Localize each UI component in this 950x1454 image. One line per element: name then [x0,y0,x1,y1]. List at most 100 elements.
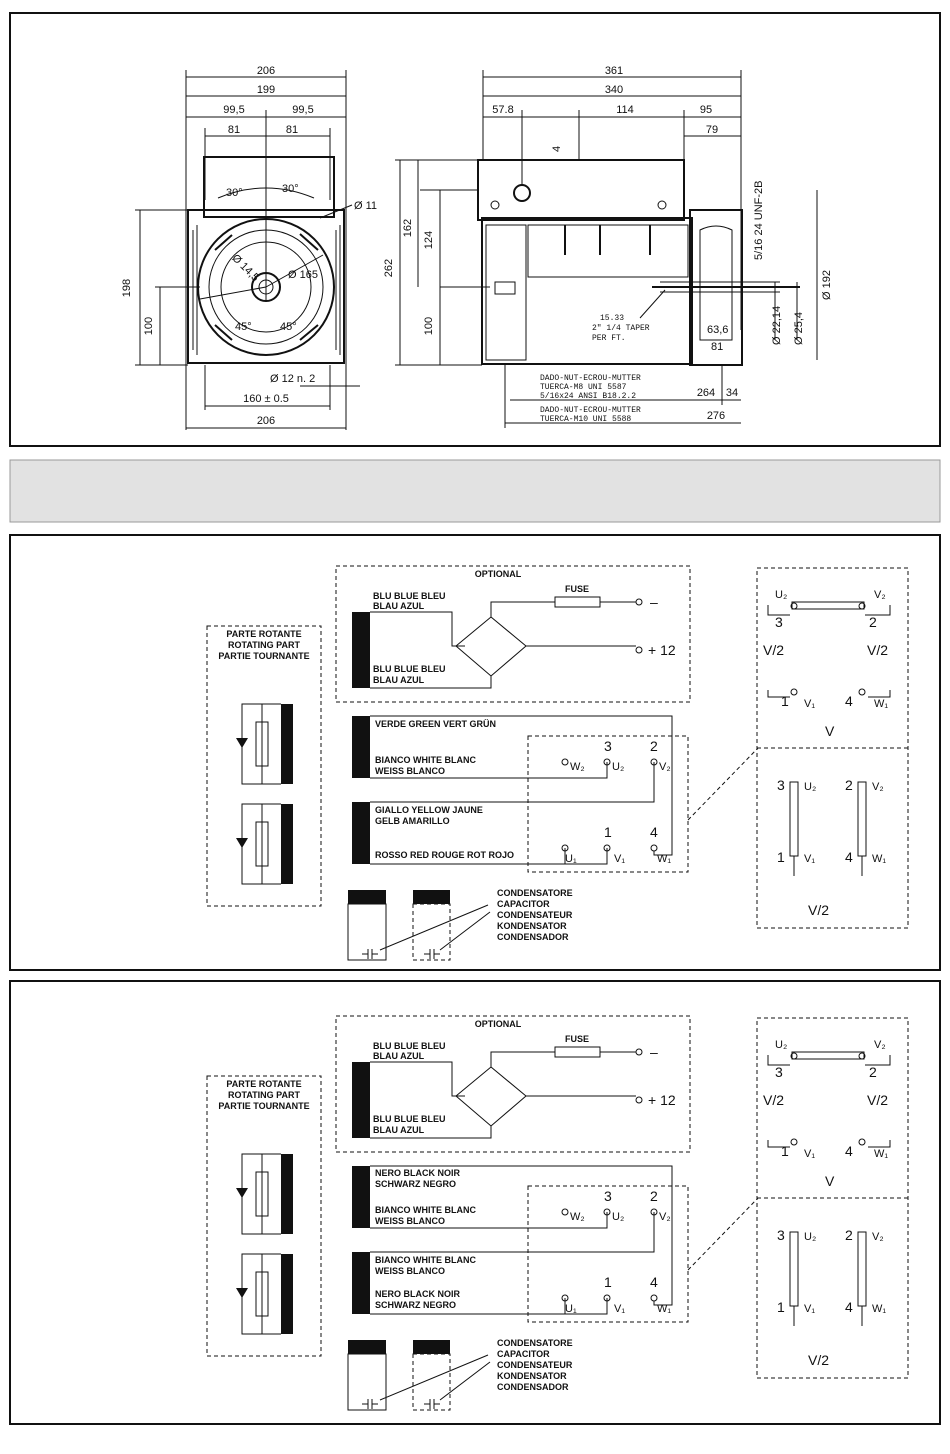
scheme-frame-2 [9,980,941,1425]
dim-34: 34 [726,387,738,399]
dim-198: 198 [121,279,133,297]
conn-2b-n3: 3 [777,1227,785,1243]
nut2-line1: DADO-NUT-ECROU-MUTTER [540,406,641,415]
conn-2b-n2: 2 [845,1227,853,1243]
term-1-n4: 4 [650,824,658,840]
nut1-line3: 5/16x24 ANSI B18.2.2 [540,392,636,401]
term-2-n1: 1 [604,1274,612,1290]
wire-1-2a: BIANCO WHITE BLANC [375,755,476,765]
conn-2b-v1: V₁ [804,1303,815,1315]
term-1-v2: V₂ [659,761,671,773]
taper-per-ft: PER FT. [592,334,626,343]
bridge-wire-top-1a: BLU BLUE BLEU [373,591,446,601]
conn-2-n3: 3 [775,1064,783,1080]
capacitor-2d: KONDENSATOR [497,1371,567,1381]
term-2-u1: U₁ [565,1303,577,1315]
conn-2-w1: W₁ [874,1148,888,1160]
wire-2-3a: BIANCO WHITE BLANC [375,1255,476,1265]
bridge-wire-bot-1b: BLAU AZUL [373,675,425,685]
bridge-wire-bot-2a: BLU BLUE BLEU [373,1114,446,1124]
rotating-part-2b: ROTATING PART [228,1090,300,1100]
term-1-u2: U₂ [612,761,624,773]
conn-2-v1: V₁ [804,1148,815,1160]
conn-2b-vhalf: V/2 [808,1352,829,1368]
dim-206-bottom: 206 [257,415,275,427]
grey-band [9,459,941,523]
scheme-frame-1 [9,534,941,971]
conn-1b-n4: 4 [845,849,853,865]
dim-276: 276 [707,410,725,422]
dim-4: 4 [551,146,563,152]
nut1-line1: DADO-NUT-ECROU-MUTTER [540,374,641,383]
conn-2b-n4: 4 [845,1299,853,1315]
capacitor-2b: CAPACITOR [497,1349,550,1359]
term-1-n2: 2 [650,738,658,754]
dim-361: 361 [605,65,623,77]
dim-124: 124 [423,231,435,249]
conn-1b-v1: V₁ [804,853,815,865]
term-2-n3: 3 [604,1188,612,1204]
wire-2-4b: SCHWARZ NEGRO [375,1300,456,1310]
dim-95: 95 [700,104,712,116]
term-1-w1: W₁ [657,853,671,865]
angle-45-left: 45° [235,321,252,333]
dim-340: 340 [605,84,623,96]
dia-165: Ø 165 [288,269,318,281]
wire-1-4: ROSSO RED ROUGE ROT ROJO [375,850,514,860]
drawing-frame [9,12,941,447]
conn-1b-v2: V₂ [872,781,884,793]
nut1-line2: TUERCA-M8 UNI 5587 [540,383,627,392]
term-2-n4: 4 [650,1274,658,1290]
rotating-part-1b: ROTATING PART [228,640,300,650]
bridge-wire-top-2a: BLU BLUE BLEU [373,1041,446,1051]
conn-1-n1: 1 [781,693,789,709]
conn-2b-v2: V₂ [872,1231,884,1243]
capacitor-1e: CONDENSADOR [497,932,569,942]
capacitor-1b: CAPACITOR [497,899,550,909]
front-view: 206 199 99,5 99,5 81 81 30° 30° 45° 45° … [121,65,377,430]
term-1-w2: W₂ [570,761,585,773]
wire-1-2b: WEISS BLANCO [375,766,445,776]
conn-2-vhalf-b: V/2 [867,1092,888,1108]
terminal-plus-2: + 12 [648,1092,676,1108]
conn-1-n3: 3 [775,614,783,630]
dim-79: 79 [706,124,718,136]
conn-2-u2: U₂ [775,1039,787,1051]
bridge-wire-top-2b: BLAU AZUL [373,1051,425,1061]
dim-99-5-left: 99,5 [223,104,244,116]
conn-1b-u2: U₂ [804,781,816,793]
wire-2-2b: WEISS BLANCO [375,1216,445,1226]
optional-title-2: OPTIONAL [475,1019,522,1029]
dim-206-top: 206 [257,65,275,77]
conn-2-vhalf-a: V/2 [763,1092,784,1108]
term-2-v1: V₁ [614,1303,625,1315]
conn-1b-vhalf: V/2 [808,902,829,918]
capacitor-1d: KONDENSATOR [497,921,567,931]
dim-99-5-right: 99,5 [292,104,313,116]
conn-2b-n1: 1 [777,1299,785,1315]
wire-1-3b: GELB AMARILLO [375,816,450,826]
wiring-scheme-1: OPTIONAL BLU BLUE BLEU BLAU AZUL BLU BLU… [206,565,909,961]
term-1-n1: 1 [604,824,612,840]
conn-1b-n3: 3 [777,777,785,793]
conn-2-n2: 2 [869,1064,877,1080]
dim-100-front: 100 [143,317,155,335]
terminal-minus-1: – [650,594,658,610]
taper-rate: 2" 1/4 TAPER [592,324,650,333]
conn-1b-n2: 2 [845,777,853,793]
rotating-part-1c: PARTIE TOURNANTE [218,651,309,661]
conn-1-v2: V₂ [874,589,886,601]
dim-199: 199 [257,84,275,96]
capacitor-2e: CONDENSADOR [497,1382,569,1392]
conn-1-n2: 2 [869,614,877,630]
wire-2-3b: WEISS BLANCO [375,1266,445,1276]
conn-1b-n1: 1 [777,849,785,865]
conn-1-vhalf-b: V/2 [867,642,888,658]
term-1-n3: 3 [604,738,612,754]
conn-2-n1: 1 [781,1143,789,1159]
side-view: 361 340 57.8 114 95 4 79 262 162 [383,65,833,428]
conn-2-v: V [825,1173,835,1189]
fuse-label-2: FUSE [565,1034,589,1044]
conn-1-vhalf-a: V/2 [763,642,784,658]
